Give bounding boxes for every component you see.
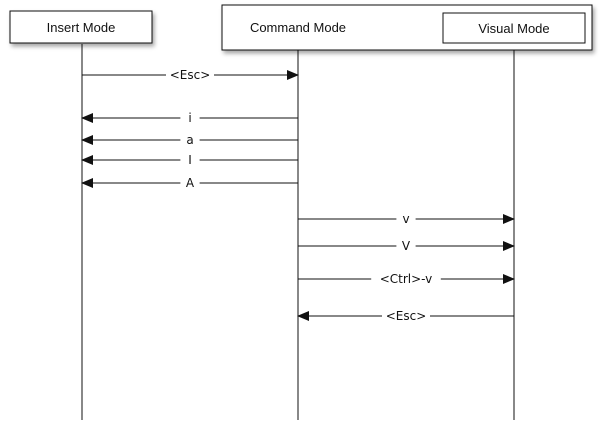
message-2: a	[81, 133, 298, 147]
message-label: v	[402, 212, 409, 226]
message-1: i	[81, 111, 298, 125]
message-label: A	[186, 176, 195, 190]
message-label: i	[188, 111, 191, 125]
message-5: v	[298, 212, 515, 226]
lifeline-insert: Insert Mode	[9, 10, 153, 44]
message-label: <Ctrl>-v	[380, 272, 433, 286]
message-7: <Ctrl>-v	[298, 272, 515, 286]
message-label: V	[402, 239, 411, 253]
message-8: <Esc>	[297, 309, 514, 323]
lifeline-visual-label: Visual Mode	[478, 21, 549, 36]
message-label: <Esc>	[170, 68, 211, 82]
message-4: A	[81, 176, 298, 190]
message-6: V	[298, 239, 515, 253]
lifeline-command-label: Command Mode	[250, 20, 346, 35]
message-0: <Esc>	[82, 68, 299, 82]
message-label: <Esc>	[386, 309, 427, 323]
lifeline-visual: Visual Mode	[442, 12, 586, 44]
message-3: I	[81, 153, 298, 167]
message-label: a	[186, 133, 193, 147]
message-label: I	[188, 153, 192, 167]
lifeline-insert-label: Insert Mode	[47, 20, 116, 35]
